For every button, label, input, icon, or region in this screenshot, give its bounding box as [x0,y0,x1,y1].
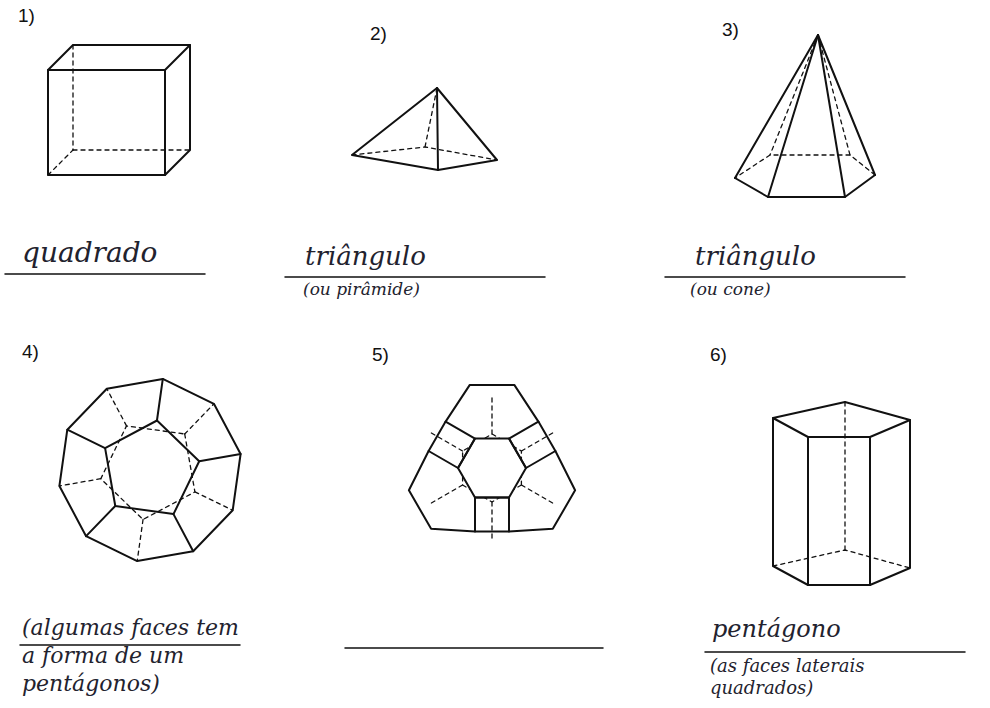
figure-number: 4) [22,340,39,364]
handwritten-note: (ou cone) [690,279,771,300]
pentagonal-prism-figure [773,402,910,585]
handwritten-answer: quadrado [22,236,157,270]
figure-number: 5) [372,343,389,367]
handwritten-answer: (algumas faces tem a forma de um pentágo… [22,614,252,698]
answer-line [665,276,905,278]
answer-line [345,647,603,649]
dodecahedron-figure [59,379,240,561]
answer-line [705,651,965,653]
truncated-octahedron-figure [409,385,575,538]
figure-number: 1) [18,4,35,28]
answer-line [285,276,545,278]
handwritten-answer: triângulo [305,240,426,272]
answer-line [5,273,205,275]
hexagonal-pyramid-figure [735,35,875,197]
figure-number: 2) [370,22,387,46]
figure-number: 3) [722,18,739,42]
handwritten-answer: triângulo [695,240,816,272]
figure-number: 6) [710,343,727,367]
handwritten-note: (as faces laterais quadrados) [710,655,935,699]
handwritten-answer: pentágono [712,614,841,644]
cube-figure [48,45,190,175]
pyramid-figure [352,88,497,170]
handwritten-note: (ou pirâmide) [303,279,420,300]
